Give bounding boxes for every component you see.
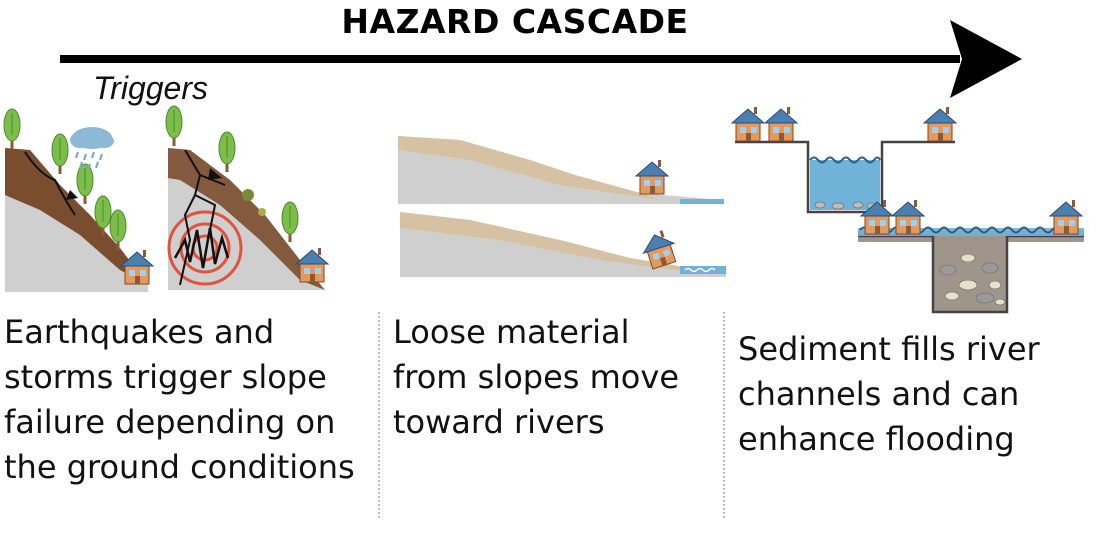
house-icon <box>295 247 329 283</box>
caption-slope-failure: Earthquakes and storms trigger slope fai… <box>4 313 355 486</box>
house-icon <box>731 106 765 142</box>
house-icon <box>635 159 669 195</box>
shrub-icon <box>242 189 266 216</box>
tree-icon <box>3 108 21 150</box>
caption-sediment-flooding: Sediment fills river channels and can en… <box>738 330 1040 458</box>
caption-loose-material: Loose material from slopes move toward r… <box>393 313 679 441</box>
storm-slope-illustration <box>3 108 154 292</box>
flooded-house-icon <box>1049 199 1083 235</box>
sediment-transport-illustration <box>398 136 726 277</box>
panel-divider <box>378 312 380 518</box>
cascade-arrow <box>60 20 1022 98</box>
flooded-house-icon <box>891 199 925 235</box>
diagram-title: HAZARD CASCADE <box>341 2 689 41</box>
panel-divider <box>723 312 725 518</box>
house-icon <box>120 249 154 285</box>
tree-icon <box>165 105 183 147</box>
house-icon <box>764 106 798 142</box>
house-icon <box>923 106 957 142</box>
triggers-label: Triggers <box>93 70 208 106</box>
earthquake-slope-illustration <box>165 105 329 290</box>
tree-icon <box>51 133 69 175</box>
tree-icon <box>218 131 236 173</box>
tree-icon <box>281 201 299 243</box>
tree-icon <box>76 163 94 205</box>
river-channel-illustration <box>731 106 1084 314</box>
rain-cloud-icon <box>70 127 114 171</box>
